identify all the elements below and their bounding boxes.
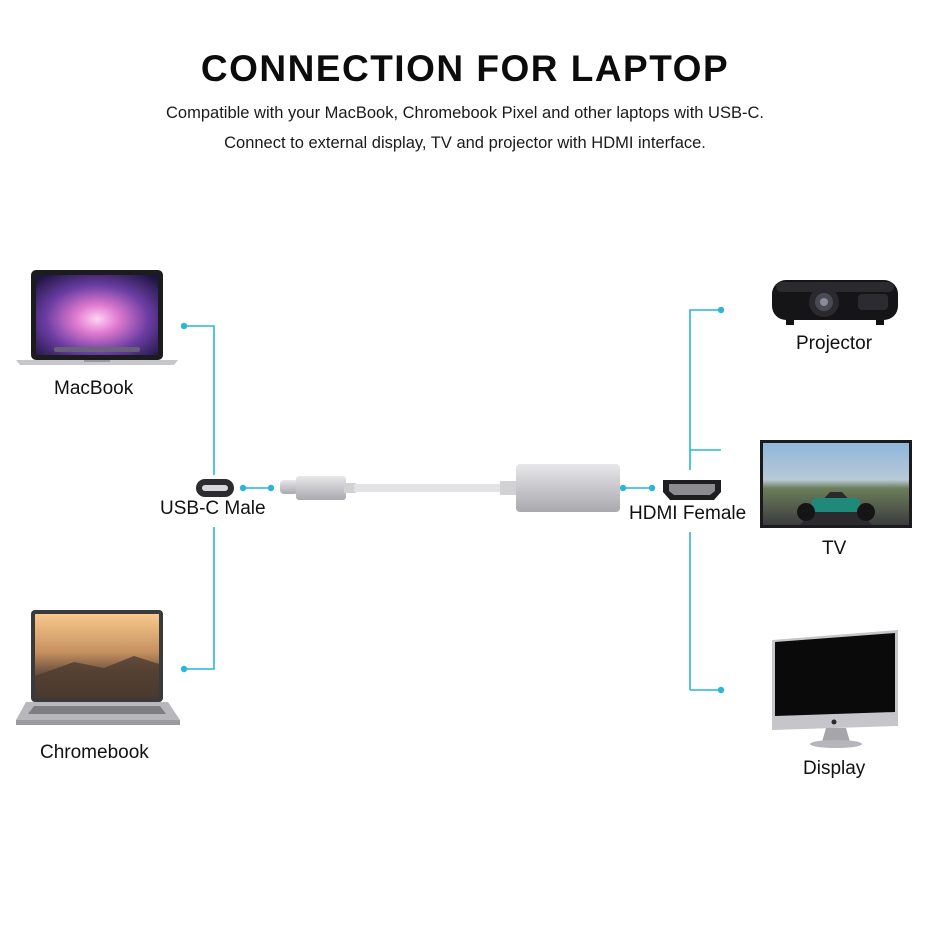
usb-c-port-icon [196, 479, 234, 497]
chromebook-label: Chromebook [40, 742, 149, 763]
macbook-icon [16, 270, 178, 365]
hdmi-female-label: HDMI Female [629, 503, 747, 524]
usb-c-male-label: USB-C Male [160, 498, 266, 519]
tv-icon [760, 440, 912, 528]
tv-label: TV [822, 538, 847, 559]
usb-c-to-hdmi-adapter [280, 464, 620, 512]
macbook-label: MacBook [54, 378, 134, 399]
page-title: CONNECTION FOR LAPTOP [200, 48, 730, 89]
subtitle-connect: Connect to external display, TV and proj… [224, 134, 706, 152]
projector-label: Projector [796, 333, 873, 354]
chromebook-icon [16, 610, 180, 725]
projector-icon [772, 280, 898, 325]
display-monitor-icon [772, 630, 898, 748]
hdmi-port-icon [663, 480, 721, 500]
subtitle-compatibility: Compatible with your MacBook, Chromebook… [166, 104, 764, 122]
display-label: Display [803, 758, 866, 779]
